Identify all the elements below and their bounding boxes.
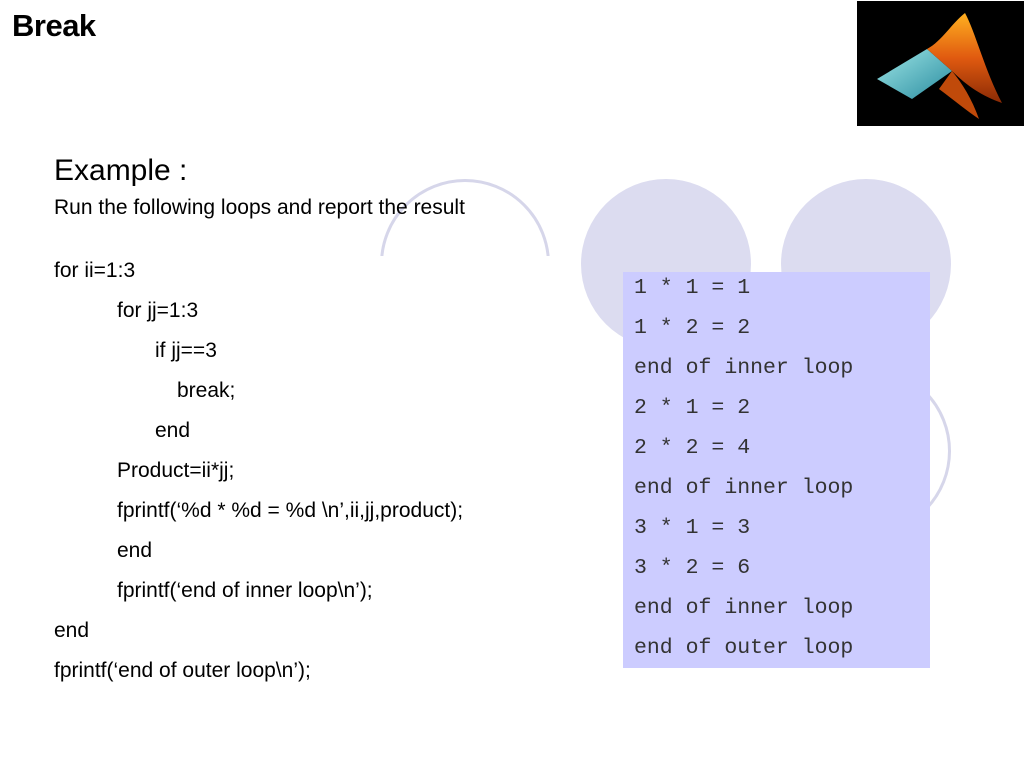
code-line: fprintf(‘end of outer loop\n’); (54, 659, 311, 682)
output-line: 3 * 2 = 6 (634, 556, 751, 580)
code-line: end (54, 619, 90, 642)
code-line: for ii=1:3 (54, 259, 136, 282)
output-line: end of inner loop (634, 476, 854, 500)
output-panel: 1 * 1 = 1 1 * 2 = 2 end of inner loop 2 … (623, 272, 930, 668)
output-line: 1 * 2 = 2 (634, 316, 751, 340)
output-line: 2 * 2 = 4 (634, 436, 751, 460)
code-line: end (155, 419, 191, 442)
output-line: 1 * 1 = 1 (634, 276, 751, 300)
code-line: for jj=1:3 (117, 299, 199, 322)
output-line: end of outer loop (634, 636, 854, 660)
code-line: if jj==3 (155, 339, 217, 362)
example-heading: Example : (54, 154, 188, 187)
output-line: 2 * 1 = 2 (634, 396, 751, 420)
matlab-logo-icon (857, 1, 1024, 126)
decorative-mask (370, 256, 570, 376)
output-line: 3 * 1 = 3 (634, 516, 751, 540)
output-line: end of inner loop (634, 596, 854, 620)
code-line: fprintf(‘%d * %d = %d \n’,ii,jj,product)… (117, 499, 464, 522)
example-subtitle: Run the following loops and report the r… (54, 196, 465, 219)
code-line: Product=ii*jj; (117, 459, 235, 482)
output-line: end of inner loop (634, 356, 854, 380)
code-line: fprintf(‘end of inner loop\n’); (117, 579, 373, 602)
code-line: break; (177, 379, 236, 402)
code-line: end (117, 539, 153, 562)
slide-title: Break (12, 8, 96, 43)
